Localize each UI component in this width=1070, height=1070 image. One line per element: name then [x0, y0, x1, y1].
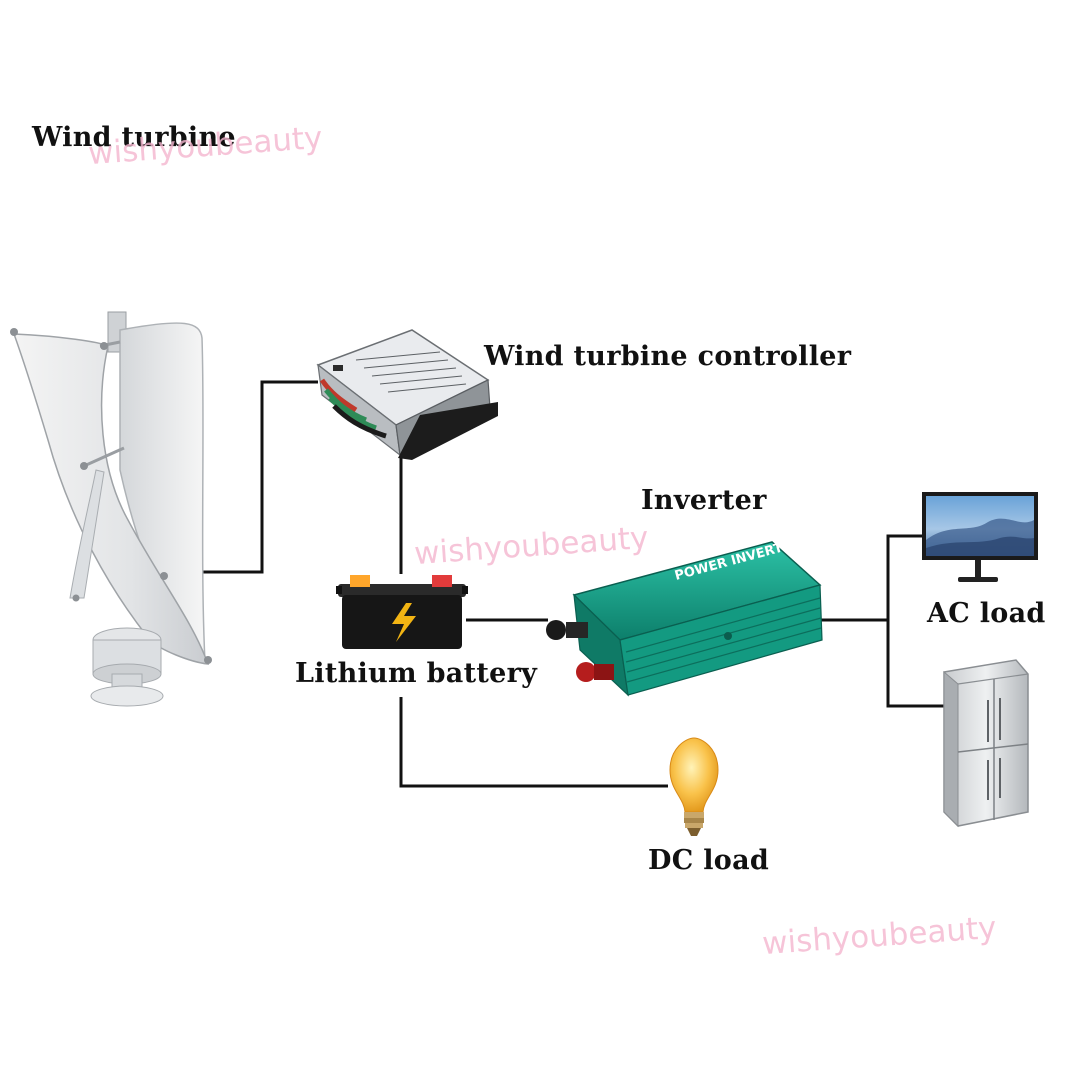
label-ac-load: AC load — [927, 598, 1046, 629]
wire-battery-to-dc-load — [399, 697, 668, 788]
label-inverter: Inverter — [641, 485, 767, 516]
label-controller: Wind turbine controller — [484, 341, 852, 372]
label-dc-load: DC load — [648, 845, 770, 876]
battery-icon — [336, 575, 468, 649]
monitor-icon — [922, 492, 1038, 582]
fridge-icon — [943, 659, 1029, 828]
controller-icon — [316, 329, 498, 460]
wires — [172, 380, 948, 788]
bulb-icon — [669, 737, 719, 836]
label-battery: Lithium battery — [295, 658, 538, 689]
turbine-icon — [10, 311, 212, 707]
wire-ac-bus — [886, 534, 948, 708]
inverter-icon: POWER INVERTER — [546, 536, 823, 697]
wire-turbine-to-controller — [172, 380, 318, 574]
label-wind-turbine: Wind turbine — [32, 122, 236, 153]
